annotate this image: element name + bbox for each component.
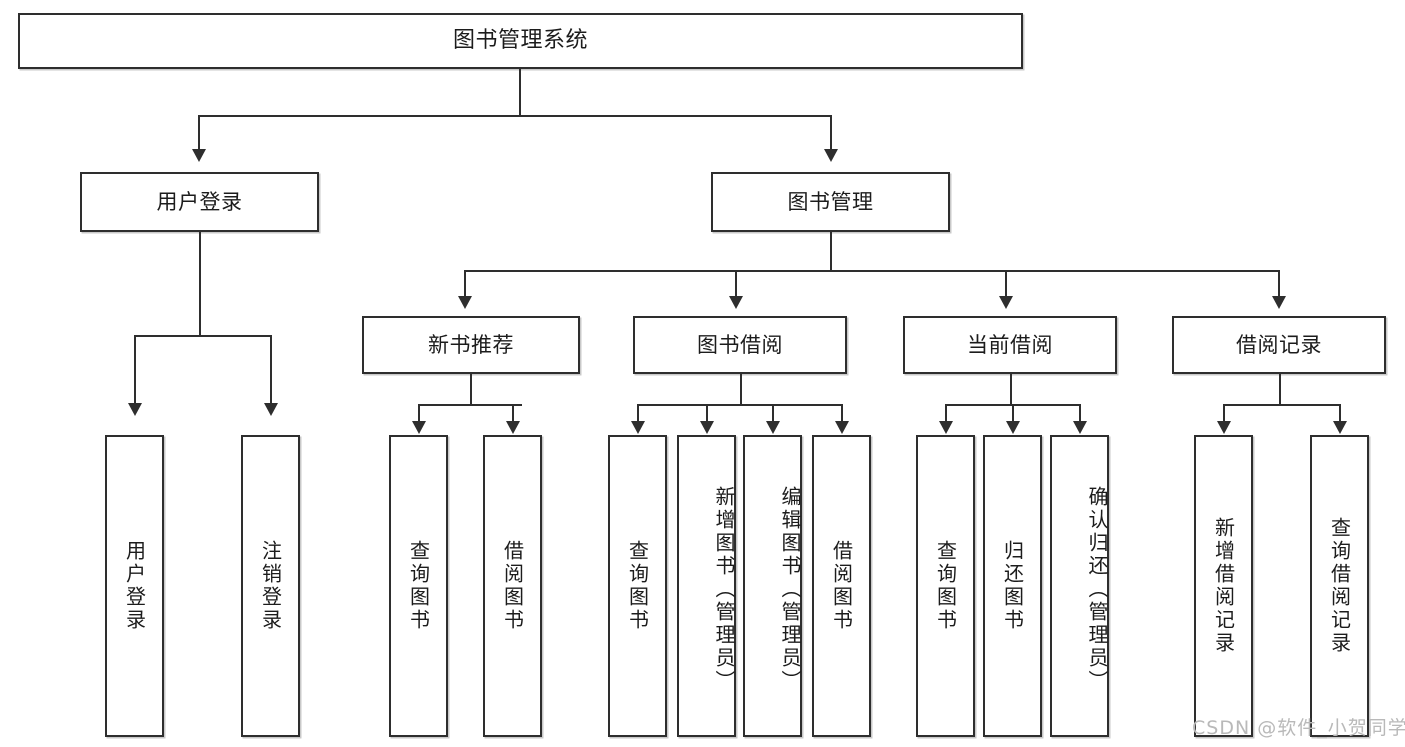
edge-user-login-to-leaf-1 <box>134 335 136 405</box>
edge-br-leaf-1 <box>1223 404 1225 424</box>
leaf-label: 查询图书 <box>406 540 431 632</box>
edge-bb-leaf-3 <box>772 404 774 424</box>
arrow-nb-leaf-1 <box>412 421 426 434</box>
arrow-br-leaf-1 <box>1217 421 1231 434</box>
node-book-borrow[interactable]: 图书借阅 <box>633 316 847 374</box>
leaf-label: 查询借阅记录 <box>1327 517 1352 655</box>
edge-bb-leaf-4 <box>841 404 843 424</box>
arrow-cb-leaf-1 <box>939 421 953 434</box>
leaf-label: 用户登录 <box>122 540 147 632</box>
edge-user-login-bus <box>134 335 271 337</box>
edge-br-leaf-2 <box>1339 404 1341 424</box>
arrow-bb-leaf-2 <box>700 421 714 434</box>
leaf-label: 新增借阅记录 <box>1211 517 1236 655</box>
leaf-nb-query-book[interactable]: 查询图书 <box>389 435 448 737</box>
arrow-bm-to-borrow-record <box>1272 296 1286 309</box>
arrow-bb-leaf-1 <box>631 421 645 434</box>
arrow-root-to-book-management <box>824 149 838 162</box>
arrow-bb-leaf-3 <box>766 421 780 434</box>
edge-bm-to-current-borrow <box>1005 270 1007 298</box>
arrow-user-login-to-leaf-2 <box>264 403 278 416</box>
node-label: 图书管理 <box>787 189 874 214</box>
edge-nb-leaf-2 <box>512 404 514 424</box>
leaf-label: 确认归还（管理员） <box>1085 485 1109 693</box>
node-label: 用户登录 <box>156 189 243 214</box>
node-label: 图书管理系统 <box>452 28 588 54</box>
leaf-nb-borrow-book[interactable]: 借阅图书 <box>483 435 542 737</box>
edge-user-login-stem <box>199 232 201 336</box>
node-label: 当前借阅 <box>967 332 1053 357</box>
edge-root-to-user-login <box>198 115 200 152</box>
node-new-book-recommend[interactable]: 新书推荐 <box>362 316 580 374</box>
leaf-bb-edit-book-admin[interactable]: 编辑图书（管理员） <box>743 435 802 737</box>
edge-bb-leaf-1 <box>637 404 639 424</box>
arrow-bb-leaf-4 <box>835 421 849 434</box>
leaf-label: 借阅图书 <box>500 540 525 632</box>
arrow-user-login-to-leaf-1 <box>128 403 142 416</box>
edge-nb-leaf-1 <box>418 404 420 424</box>
edge-borrow-record-stem <box>1279 374 1281 406</box>
edge-book-management-bus <box>464 270 1279 272</box>
leaf-bb-add-book-admin[interactable]: 新增图书（管理员） <box>677 435 736 737</box>
arrow-root-to-user-login <box>192 149 206 162</box>
leaf-label: 注销登录 <box>258 540 283 632</box>
edge-bm-to-new-book <box>464 270 466 298</box>
leaf-logout[interactable]: 注销登录 <box>241 435 300 737</box>
edge-root-stem <box>519 69 521 116</box>
leaf-label: 查询图书 <box>933 540 958 632</box>
edge-bm-to-book-borrow <box>735 270 737 298</box>
edge-bb-leaf-2 <box>706 404 708 424</box>
leaf-label: 新增图书（管理员） <box>712 485 736 693</box>
leaf-user-login[interactable]: 用户登录 <box>105 435 164 737</box>
node-label: 借阅记录 <box>1236 332 1322 357</box>
leaf-label: 查询图书 <box>625 540 650 632</box>
arrow-br-leaf-2 <box>1333 421 1347 434</box>
leaf-bb-query-book[interactable]: 查询图书 <box>608 435 667 737</box>
leaf-label: 归还图书 <box>1000 540 1025 632</box>
node-book-management[interactable]: 图书管理 <box>711 172 950 232</box>
edge-root-to-book-management <box>830 115 832 152</box>
edge-book-management-stem <box>830 232 832 272</box>
node-user-login[interactable]: 用户登录 <box>80 172 319 232</box>
arrow-bm-to-book-borrow <box>729 296 743 309</box>
node-current-borrow[interactable]: 当前借阅 <box>903 316 1117 374</box>
edge-borrow-record-bus <box>1223 404 1341 406</box>
leaf-cb-return-book[interactable]: 归还图书 <box>983 435 1042 737</box>
node-label: 图书借阅 <box>697 332 783 357</box>
leaf-cb-confirm-return-admin[interactable]: 确认归还（管理员） <box>1050 435 1109 737</box>
leaf-label: 借阅图书 <box>829 540 854 632</box>
arrow-cb-leaf-2 <box>1006 421 1020 434</box>
arrow-bm-to-current-borrow <box>999 296 1013 309</box>
edge-new-book-bus <box>418 404 522 406</box>
leaf-br-query-record[interactable]: 查询借阅记录 <box>1310 435 1369 737</box>
edge-user-login-to-leaf-2 <box>270 335 272 405</box>
leaf-bb-borrow-book[interactable]: 借阅图书 <box>812 435 871 737</box>
edge-bm-to-borrow-record <box>1278 270 1280 298</box>
edge-cb-leaf-3 <box>1079 404 1081 424</box>
leaf-cb-query-book[interactable]: 查询图书 <box>916 435 975 737</box>
node-borrow-record[interactable]: 借阅记录 <box>1172 316 1386 374</box>
node-root-book-management-system[interactable]: 图书管理系统 <box>18 13 1023 69</box>
arrow-cb-leaf-3 <box>1073 421 1087 434</box>
leaf-br-add-record[interactable]: 新增借阅记录 <box>1194 435 1253 737</box>
edge-root-bus <box>198 115 832 117</box>
leaf-label: 编辑图书（管理员） <box>778 485 802 693</box>
edge-new-book-stem <box>470 374 472 406</box>
edge-cb-leaf-2 <box>1012 404 1014 424</box>
edge-current-borrow-stem <box>1010 374 1012 406</box>
edge-book-borrow-stem <box>740 374 742 406</box>
edge-book-borrow-bus <box>637 404 842 406</box>
node-label: 新书推荐 <box>428 332 514 357</box>
edge-cb-leaf-1 <box>945 404 947 424</box>
arrow-nb-leaf-2 <box>506 421 520 434</box>
arrow-bm-to-new-book <box>458 296 472 309</box>
